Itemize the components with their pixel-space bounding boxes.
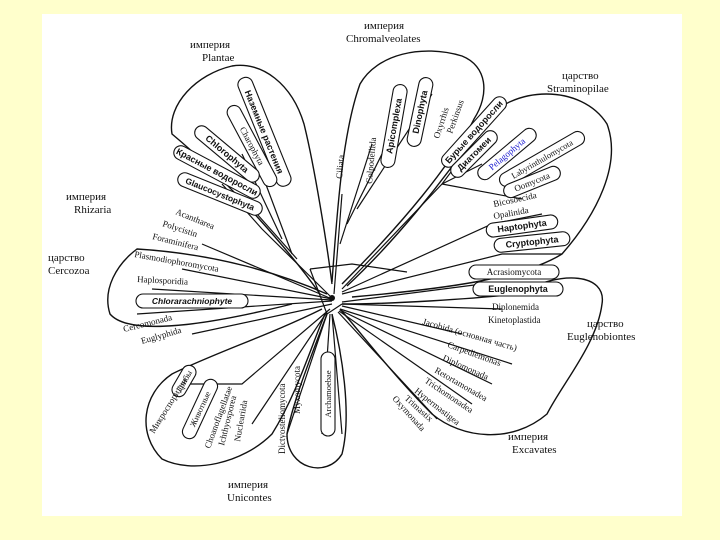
group-excavates-rank: империя — [508, 431, 548, 443]
petal-unicontes-right — [286, 313, 347, 469]
group-straminopilae-name: Straminopilae — [547, 83, 609, 95]
diagram-panel: империя Plantae империя Chromalveolates … — [42, 14, 682, 516]
group-plantae-rank: империя — [190, 39, 230, 51]
taxon-microsporidia: Микроспоридии — [147, 376, 189, 435]
petal-excavates — [339, 277, 603, 436]
taxon-haplosporidia: Haplosporidia — [137, 274, 188, 287]
taxon-colpodellida: Colpodellida — [364, 137, 378, 184]
group-plantae-name: Plantae — [202, 52, 234, 64]
group-titles: империя Plantae империя Chromalveolates … — [48, 20, 635, 504]
group-chromalveolates-rank: империя — [364, 20, 404, 32]
taxon-diplonemida: Diplonemida — [492, 302, 539, 312]
taxon-euglenophyta: Euglenophyta — [488, 284, 548, 294]
taxon-ciliata: Ciliata — [334, 154, 346, 179]
taxon-kinetoplastida: Kinetoplastida — [488, 315, 541, 325]
petal-chromalveolates — [331, 50, 485, 285]
petal-unicontes-left — [145, 308, 326, 467]
group-euglenobiontes-rank: царство — [587, 318, 624, 330]
petal-rhizaria — [107, 248, 328, 328]
group-cercozoa-rank: царство — [48, 252, 85, 264]
group-euglenobiontes-name: Euglenobiontes — [567, 331, 635, 343]
group-unicontes-rank: империя — [228, 479, 268, 491]
taxa-straminopilae: Бурые водоросли Диатомеи Pelagophyta Lab… — [441, 96, 586, 253]
group-straminopilae-rank: царство — [562, 70, 599, 82]
group-rhizaria-rank: империя — [66, 191, 106, 203]
taxa-chromalveolates: Ciliata Colpodellida Apicomplexa Dinophy… — [334, 77, 466, 184]
taxon-dictyosteliomycota: Dictyosteliomycota — [277, 384, 287, 454]
root-node — [329, 295, 335, 301]
taxon-myxomycota: Myxomycota — [292, 366, 302, 414]
group-rhizaria-name: Rhizaria — [74, 204, 111, 216]
group-chromalveolates-name: Chromalveolates — [346, 33, 421, 45]
taxa-plantae: Наземные растения Charophyta Chlorophyta… — [173, 76, 292, 216]
phylogenetic-tree: империя Plantae империя Chromalveolates … — [48, 20, 635, 504]
group-unicontes-name: Unicontes — [227, 492, 272, 504]
taxon-acrasiomycota: Acrasiomycota — [487, 267, 541, 277]
group-cercozoa-name: Cercozoa — [48, 265, 90, 277]
group-excavates-name: Excavates — [512, 444, 557, 456]
petal-outlines — [107, 50, 613, 469]
taxon-chlorarachniophyta: Chlorarachniophyte — [152, 296, 233, 306]
taxon-archamoebae: Archamoebae — [323, 370, 333, 417]
